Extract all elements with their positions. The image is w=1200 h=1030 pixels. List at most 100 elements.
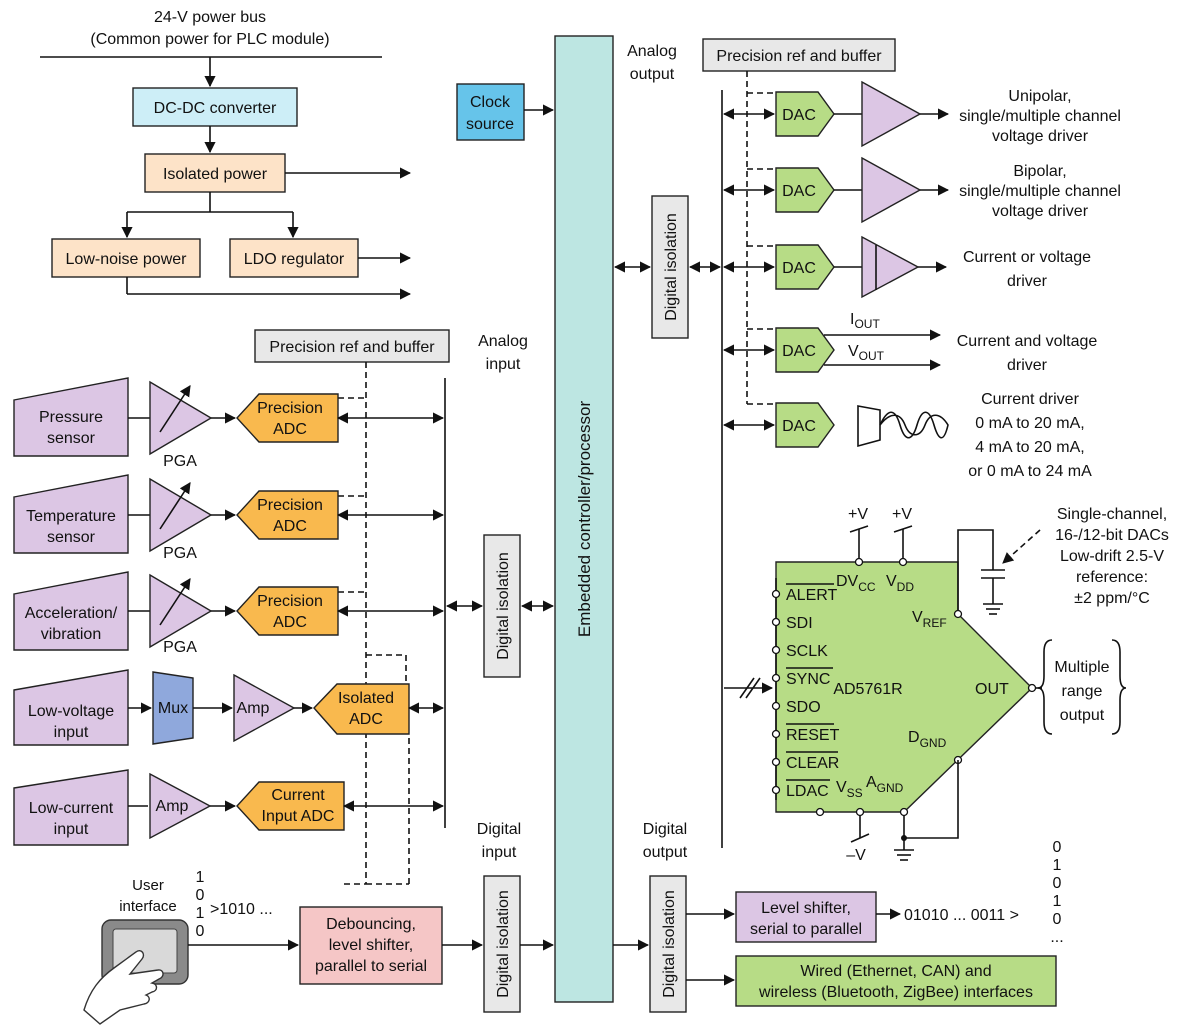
current-loop-symbol bbox=[879, 411, 949, 439]
current-driver-symbol bbox=[857, 405, 881, 448]
svg-text:reference:: reference: bbox=[1076, 569, 1148, 586]
svg-text:PGA: PGA bbox=[163, 545, 197, 562]
ao-digital-isolation-box bbox=[651, 195, 689, 339]
acceleration-sensor-block bbox=[13, 571, 129, 651]
svg-text:AD5761R: AD5761R bbox=[833, 681, 902, 698]
svg-text:DVCC: DVCC bbox=[836, 573, 876, 594]
svg-text:driver: driver bbox=[1007, 273, 1048, 290]
svg-text:Pressure: Pressure bbox=[39, 409, 103, 426]
svg-text:>1010 ...: >1010 ... bbox=[210, 901, 273, 918]
svg-text:SDO: SDO bbox=[786, 699, 821, 716]
svg-text:LDO regulator: LDO regulator bbox=[244, 251, 345, 268]
embedded-controller-box bbox=[554, 35, 614, 1003]
svg-text:0: 0 bbox=[1053, 839, 1062, 856]
svg-text:Bipolar,: Bipolar, bbox=[1013, 163, 1066, 180]
svg-text:range: range bbox=[1062, 683, 1103, 700]
svg-text:OUT: OUT bbox=[975, 681, 1009, 698]
svg-text:Current or voltage: Current or voltage bbox=[963, 249, 1091, 266]
svg-text:VDD: VDD bbox=[886, 573, 914, 594]
pga-3 bbox=[149, 573, 213, 649]
svg-text:0: 0 bbox=[196, 887, 205, 904]
ai-ref-buffer-box bbox=[254, 329, 450, 363]
digital-input-section: Digital input User interface 1 0 1 0 >10… bbox=[83, 821, 555, 1025]
svg-text:ADC: ADC bbox=[273, 518, 307, 535]
analog-output-section: Analog output Precision ref and buffer D… bbox=[613, 38, 1121, 848]
svg-text:input: input bbox=[54, 821, 89, 838]
svg-text:serial to parallel: serial to parallel bbox=[750, 921, 862, 938]
svg-text:Digital: Digital bbox=[477, 821, 521, 838]
svg-text:Current: Current bbox=[271, 787, 325, 804]
svg-text:0 mA to 20 mA,: 0 mA to 20 mA, bbox=[975, 415, 1084, 432]
svg-text:output: output bbox=[643, 844, 688, 861]
svg-text:Debouncing,: Debouncing, bbox=[326, 916, 416, 933]
pga-1 bbox=[149, 380, 213, 456]
svg-text:SDI: SDI bbox=[786, 615, 813, 632]
svg-text:Clock: Clock bbox=[470, 94, 511, 111]
amp-1 bbox=[233, 673, 296, 743]
svg-text:01010 ... 0011 >: 01010 ... 0011 > bbox=[904, 907, 1019, 924]
svg-text:DAC: DAC bbox=[782, 107, 816, 124]
pga-2 bbox=[149, 477, 213, 553]
svg-text:Analog: Analog bbox=[478, 333, 528, 350]
svg-text:Temperature: Temperature bbox=[26, 508, 116, 525]
svg-text:0: 0 bbox=[196, 923, 205, 940]
dac-5 bbox=[775, 402, 835, 448]
svg-text:Current driver: Current driver bbox=[981, 391, 1079, 408]
svg-text:Single-channel,: Single-channel, bbox=[1057, 506, 1167, 523]
debouncing-box bbox=[299, 906, 443, 985]
power-bus-label-line1: 24-V power bus bbox=[154, 9, 266, 26]
di-digital-isolation-box bbox=[483, 875, 521, 1013]
temperature-sensor-block bbox=[13, 474, 129, 554]
mux-block bbox=[152, 671, 194, 745]
svg-text:±2 ppm/°C: ±2 ppm/°C bbox=[1074, 590, 1150, 607]
svg-text:Embedded controller/processor: Embedded controller/processor bbox=[575, 401, 594, 638]
ad5761r-section: +V +V Single-channel, 16-/12-bit DACs Lo… bbox=[724, 506, 1169, 864]
svg-text:vibration: vibration bbox=[41, 626, 101, 643]
svg-text:ADC: ADC bbox=[273, 614, 307, 631]
dcdc-converter-box bbox=[132, 87, 298, 127]
driver-2-triangle bbox=[861, 156, 922, 224]
svg-text:VSS: VSS bbox=[836, 779, 863, 800]
svg-text:Isolated: Isolated bbox=[338, 690, 394, 707]
controller-section: Clock source Embedded controller/process… bbox=[456, 35, 614, 1003]
digital-output-section: Digital output Digital isolation Level s… bbox=[613, 821, 1064, 1013]
svg-text:VREF: VREF bbox=[912, 609, 947, 630]
svg-text:ADC: ADC bbox=[349, 711, 383, 728]
svg-text:1: 1 bbox=[1053, 893, 1062, 910]
power-section: 24-V power bus (Common power for PLC mod… bbox=[40, 9, 412, 300]
svg-text:4 mA to 20 mA,: 4 mA to 20 mA, bbox=[975, 439, 1084, 456]
svg-text:Multiple: Multiple bbox=[1054, 659, 1109, 676]
svg-text:sensor: sensor bbox=[47, 529, 96, 546]
svg-text:DAC: DAC bbox=[782, 260, 816, 277]
svg-text:input: input bbox=[482, 844, 517, 861]
driver-3-triangle bbox=[861, 235, 920, 299]
svg-text:wireless (Bluetooth, ZigBee) i: wireless (Bluetooth, ZigBee) interfaces bbox=[758, 984, 1033, 1001]
svg-text:single/multiple channel: single/multiple channel bbox=[959, 183, 1121, 200]
svg-text:level shifter,: level shifter, bbox=[329, 937, 413, 954]
svg-text:CLEAR: CLEAR bbox=[786, 755, 839, 772]
svg-text:DAC: DAC bbox=[782, 183, 816, 200]
svg-text:sensor: sensor bbox=[47, 430, 96, 447]
pressure-sensor-block bbox=[13, 377, 129, 457]
isolated-power-box bbox=[144, 153, 286, 193]
svg-text:DC-DC converter: DC-DC converter bbox=[154, 100, 277, 117]
svg-text:AGND: AGND bbox=[866, 774, 904, 795]
svg-text:Wired (Ethernet, CAN) and: Wired (Ethernet, CAN) and bbox=[800, 963, 991, 980]
ao-ref-buffer-box bbox=[702, 38, 896, 72]
svg-text:Low-drift 2.5-V: Low-drift 2.5-V bbox=[1060, 548, 1164, 565]
clock-source-box bbox=[456, 83, 525, 141]
low-noise-power-box bbox=[51, 238, 201, 278]
svg-text:Digital isolation: Digital isolation bbox=[495, 552, 512, 660]
dac-3 bbox=[775, 244, 835, 290]
analog-input-section: Precision ref and buffer Analog input Pr… bbox=[13, 329, 555, 885]
level-shifter-box bbox=[735, 891, 877, 943]
svg-text:+V: +V bbox=[892, 506, 912, 523]
svg-text:1: 1 bbox=[196, 869, 205, 886]
svg-text:User: User bbox=[132, 877, 164, 894]
svg-text:voltage driver: voltage driver bbox=[992, 128, 1089, 145]
svg-text:output: output bbox=[1060, 707, 1105, 724]
svg-text:0: 0 bbox=[1053, 911, 1062, 928]
svg-text:Low-noise power: Low-noise power bbox=[66, 251, 188, 268]
svg-text:0: 0 bbox=[1053, 875, 1062, 892]
svg-text:input: input bbox=[54, 724, 89, 741]
